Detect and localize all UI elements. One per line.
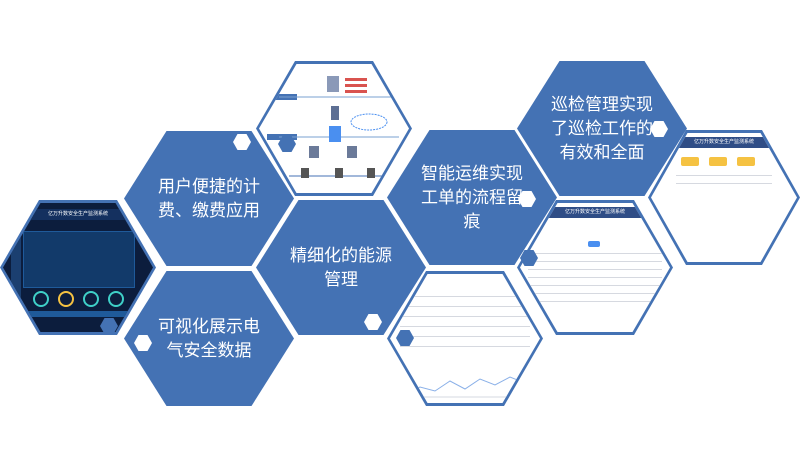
- report-row: [400, 316, 530, 317]
- connector-hex: [233, 134, 251, 150]
- device-icon: [329, 126, 341, 142]
- feature-energy-management-text: 精细化的能源 管理: [289, 245, 392, 290]
- connector-hex: [134, 335, 152, 351]
- dashboard-gauge-3: [83, 291, 99, 307]
- server-icon: [327, 76, 339, 92]
- report-row: [400, 336, 530, 337]
- connector-hex: [520, 250, 538, 266]
- inspection-row: [676, 175, 772, 176]
- dashboard-gauge-4: [108, 291, 124, 307]
- feature-energy-management-hex: 精细化的能源 管理: [256, 200, 426, 335]
- feature-visualization-hex: 可视化展示电 气安全数据: [124, 271, 294, 406]
- connector-hex: [364, 314, 382, 330]
- table-row: [528, 285, 662, 286]
- cloud-icon: [350, 113, 388, 131]
- table-row: [528, 301, 662, 302]
- gateway-icon: [331, 106, 339, 120]
- node-icon-1: [301, 168, 309, 178]
- connector-hex: [278, 136, 296, 152]
- connector-hex: [100, 318, 118, 334]
- dashboard-screenshot: 亿万升数安全生产监测系统: [3, 203, 153, 332]
- legend-red-2: [345, 84, 367, 87]
- topology-screenshot: [259, 64, 409, 193]
- dashboard-gauge-1: [33, 291, 49, 307]
- dashboard-panel-left: [11, 231, 21, 311]
- table-screenshot-hex: 亿万升数安全生产监测系统: [517, 200, 673, 335]
- inspection-title: 亿万升数安全生产监测系统: [651, 137, 797, 148]
- table-title: 亿万升数安全生产监测系统: [520, 207, 670, 218]
- feature-inspection-text: 巡检管理实现 了巡检工作的 有效和全面: [550, 94, 653, 163]
- dashboard-screenshot-hex: 亿万升数安全生产监测系统: [0, 200, 156, 335]
- inspection-screenshot: 亿万升数安全生产监测系统: [651, 133, 797, 262]
- node-icon-3: [367, 168, 375, 178]
- report-screenshot-hex: [387, 271, 543, 406]
- node-icon-2: [335, 168, 343, 178]
- table-row: [528, 293, 662, 294]
- connector-hex: [518, 191, 536, 207]
- legend-red-1: [345, 78, 367, 81]
- report-line: [405, 376, 525, 395]
- report-row: [400, 326, 530, 327]
- table-row: [528, 277, 662, 278]
- status-button-3[interactable]: [737, 157, 755, 166]
- legend-red-3: [345, 90, 367, 93]
- search-button[interactable]: [588, 241, 600, 247]
- report-row: [400, 296, 530, 297]
- table-row: [528, 253, 662, 254]
- report-row: [400, 346, 530, 347]
- meter-icon-1: [309, 146, 319, 158]
- report-row: [400, 306, 530, 307]
- table-row: [528, 269, 662, 270]
- dashboard-gauge-2: [58, 291, 74, 307]
- table-row: [528, 261, 662, 262]
- feature-work-order-text: 智能运维实现 工单的流程留 痕: [420, 163, 523, 232]
- table-screenshot: 亿万升数安全生产监测系统: [520, 203, 670, 332]
- connector-hex: [396, 330, 414, 346]
- dashboard-map: [23, 231, 135, 288]
- connector-hex: [650, 121, 668, 137]
- status-button-2[interactable]: [709, 157, 727, 166]
- status-button-1[interactable]: [681, 157, 699, 166]
- feature-user-payment-text: 用户便捷的计 费、缴费应用: [157, 176, 260, 221]
- dashboard-bar: [23, 311, 133, 317]
- topology-screenshot-hex: [256, 61, 412, 196]
- feature-visualization-text: 可视化展示电 气安全数据: [157, 316, 260, 361]
- dashboard-title: 亿万升数安全生产监测系统: [3, 209, 153, 220]
- report-screenshot: [390, 274, 540, 403]
- meter-icon-2: [347, 146, 357, 158]
- inspection-row: [676, 183, 772, 184]
- report-line-chart: [405, 376, 525, 398]
- feature-user-payment-hex: 用户便捷的计 费、缴费应用: [124, 131, 294, 266]
- topology-diagram: [267, 76, 399, 178]
